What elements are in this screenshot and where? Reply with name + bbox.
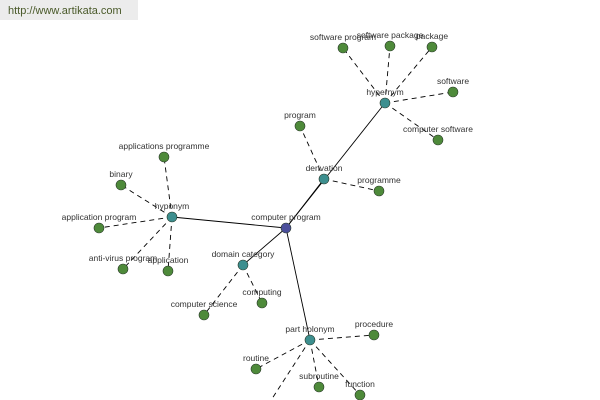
leaf-node[interactable]: computing [242,287,282,309]
leaf-node-label: applications programme [119,141,210,151]
leaf-node-label: application [148,255,189,265]
leaf-node-label: procedure [355,319,394,329]
edge-part-leaf [270,339,311,400]
leaf-node[interactable]: computer science [171,299,238,321]
edge-deriv-leaf [299,125,325,180]
leaf-node-label: software package [357,30,424,40]
leaf-node[interactable]: application program [62,212,137,234]
leaf-node[interactable]: application [148,255,189,277]
relation-node-hyper-dot[interactable] [379,97,391,109]
edge-part-leaf [309,339,361,396]
leaf-node-dot[interactable] [250,363,262,375]
leaf-node[interactable]: routine [243,353,269,375]
relation-node-dom[interactable]: domain category [212,249,276,271]
leaf-node-label: function [345,379,375,389]
leaf-node-label: binary [109,169,133,179]
leaf-node-dot[interactable] [354,389,366,400]
edge-hypo-leaf [120,184,173,218]
leaf-node-dot[interactable] [373,185,385,197]
relation-node-hyper[interactable]: hypernym [366,87,404,109]
site-url-link[interactable]: http://www.artikata.com [0,0,138,20]
leaf-node-dot[interactable] [447,86,459,98]
edge-deriv-leaf [323,178,380,192]
relation-node-hypo-dot[interactable] [166,211,178,223]
leaf-node-dot[interactable] [432,134,444,146]
leaf-node-dot[interactable] [384,40,396,52]
relation-node-hyper-label: hypernym [366,87,403,97]
relation-node-deriv[interactable]: derivation [306,163,343,185]
edge-dom-leaf [203,264,244,316]
relation-node-part[interactable]: part holonym [285,324,335,346]
leaf-node-dot[interactable] [158,151,170,163]
edge-hyper-leaf [384,102,439,141]
leaf-node-dot[interactable] [162,265,174,277]
leaf-node[interactable]: software package [357,30,424,52]
leaf-node-label: program [284,110,316,120]
leaf-node-dot[interactable] [368,329,380,341]
edge-hyper-leaf [384,45,391,104]
leaf-node-dot[interactable] [313,381,325,393]
leaf-node-label: package [416,31,448,41]
relation-node-dom-label: domain category [212,249,276,259]
edge-hypo-leaf [98,216,173,229]
center-node-dot[interactable] [280,222,292,234]
edge-deriv [285,178,325,229]
center-node[interactable]: computer program [251,212,321,234]
leaf-node[interactable]: package [416,31,448,53]
edge-hyper-leaf [384,91,454,104]
relation-node-part-dot[interactable] [304,334,316,346]
leaf-node[interactable]: computer software [403,124,473,146]
leaf-node-dot[interactable] [93,222,105,234]
edge-hyper-leaf [384,46,433,104]
leaf-node-dot[interactable] [294,120,306,132]
edge-part-leaf [309,339,320,388]
leaf-node-label: software [437,76,469,86]
leaf-node[interactable]: software program [310,32,376,54]
leaf-node[interactable]: program [284,110,316,132]
leaf-node-label: subroutine [299,371,339,381]
relation-node-hypo[interactable]: hyponym [155,201,190,223]
relation-node-dom-dot[interactable] [237,259,249,271]
edge-dom [242,227,287,266]
edge-hyper-leaf [342,47,386,104]
relation-node-hypo-label: hyponym [155,201,190,211]
leaf-node[interactable]: procedure [355,319,394,341]
leaf-node-label: application program [62,212,137,222]
relation-node-part-label: part holonym [285,324,334,334]
leaf-node[interactable]: software [437,76,469,98]
leaf-node[interactable]: applications programme [119,141,210,163]
relation-node-deriv-dot[interactable] [318,173,330,185]
leaf-node-label: routine [243,353,269,363]
leaf-node-label: computer software [403,124,473,134]
leaf-node-dot[interactable] [198,309,210,321]
relation-node-deriv-label: derivation [306,163,343,173]
leaf-node-label: computer science [171,299,238,309]
leaf-node-dot[interactable] [337,42,349,54]
leaf-node[interactable]: subroutine [299,371,339,393]
leaf-node-dot[interactable] [426,41,438,53]
edge-part-leaf [309,334,375,341]
leaf-node-label: software program [310,32,376,42]
leaf-node[interactable]: function [345,379,375,400]
edge-hypo [171,216,287,229]
edge-hypo-leaf [122,216,173,270]
leaf-node-label: anti-virus program [89,253,158,263]
leaf-node-dot[interactable] [256,297,268,309]
edge-hypo-leaf [163,156,173,218]
edge-hypo-leaf [167,216,173,272]
leaf-node[interactable]: binary [109,169,133,191]
leaf-node-dot[interactable] [115,179,127,191]
edge-part-leaf [255,339,311,370]
leaf-node[interactable]: programme [357,175,401,197]
leaf-node[interactable]: anti-virus program [89,253,158,275]
leaf-node-label: computing [242,287,281,297]
center-node-label: computer program [251,212,320,222]
leaf-node-label: programme [357,175,401,185]
leaf-node-dot[interactable] [117,263,129,275]
edge-part [285,227,311,341]
edge-dom-leaf [242,264,263,304]
